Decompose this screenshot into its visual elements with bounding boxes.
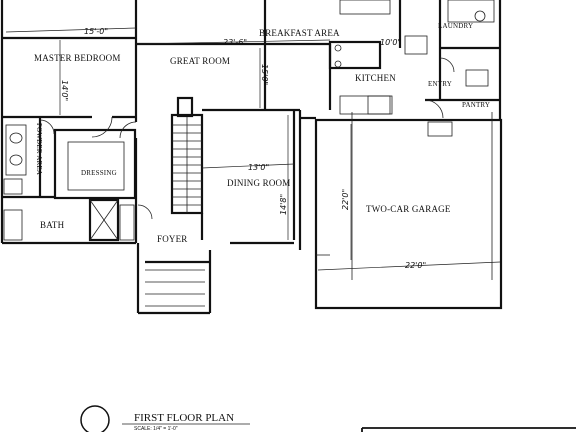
label-entry: ENTRY <box>428 80 452 88</box>
label-breakfast-area: BREAKFAST AREA <box>259 28 340 38</box>
label-kitchen: KITCHEN <box>355 73 396 83</box>
north-circle <box>80 405 110 432</box>
plan-title: FIRST FLOOR PLAN <box>134 412 234 424</box>
label-two-car-garage: TWO-CAR GARAGE <box>366 204 451 214</box>
room-labels: MASTER BEDROOM GREAT ROOM BREAKFAST AREA… <box>34 22 490 244</box>
dimension-lines <box>5 27 352 260</box>
dim-garage-width: 22'0" <box>405 261 426 270</box>
label-dressing: DRESSING <box>81 169 117 177</box>
label-master-bedroom: MASTER BEDROOM <box>34 53 121 63</box>
dim-garage-depth: 22'0" <box>341 189 350 210</box>
plan-scale: SCALE: 1/4" = 1'-0" <box>134 426 178 432</box>
dim-dining-depth: 14'8" <box>279 194 288 215</box>
label-powder-area: POWDER AREA <box>35 123 43 175</box>
dim-great-width: 23'-6" <box>223 38 247 47</box>
walls <box>0 0 503 315</box>
label-laundry: LAUNDRY <box>438 22 473 30</box>
title-block: FIRST FLOOR PLAN SCALE: 1/4" = 1'-0" <box>80 405 576 432</box>
door-swings <box>39 57 455 220</box>
dim-master-depth: 14'0" <box>60 80 69 101</box>
label-pantry: PANTRY <box>462 101 490 109</box>
label-great-room: GREAT ROOM <box>170 56 230 66</box>
dim-kitchen: 10'0" <box>380 38 401 47</box>
label-foyer: FOYER <box>157 234 188 244</box>
dim-dining-width: 13'0" <box>248 163 269 172</box>
label-bath: BATH <box>40 220 65 230</box>
label-dining-room: DINING ROOM <box>227 178 290 188</box>
dim-master-width: 15'-0" <box>84 27 108 36</box>
dimension-labels: 15'-0" 14'0" 23'-6" 15'0" 10'0" 13'0" 14… <box>60 27 426 270</box>
dim-great-depth: 15'0" <box>260 64 269 85</box>
